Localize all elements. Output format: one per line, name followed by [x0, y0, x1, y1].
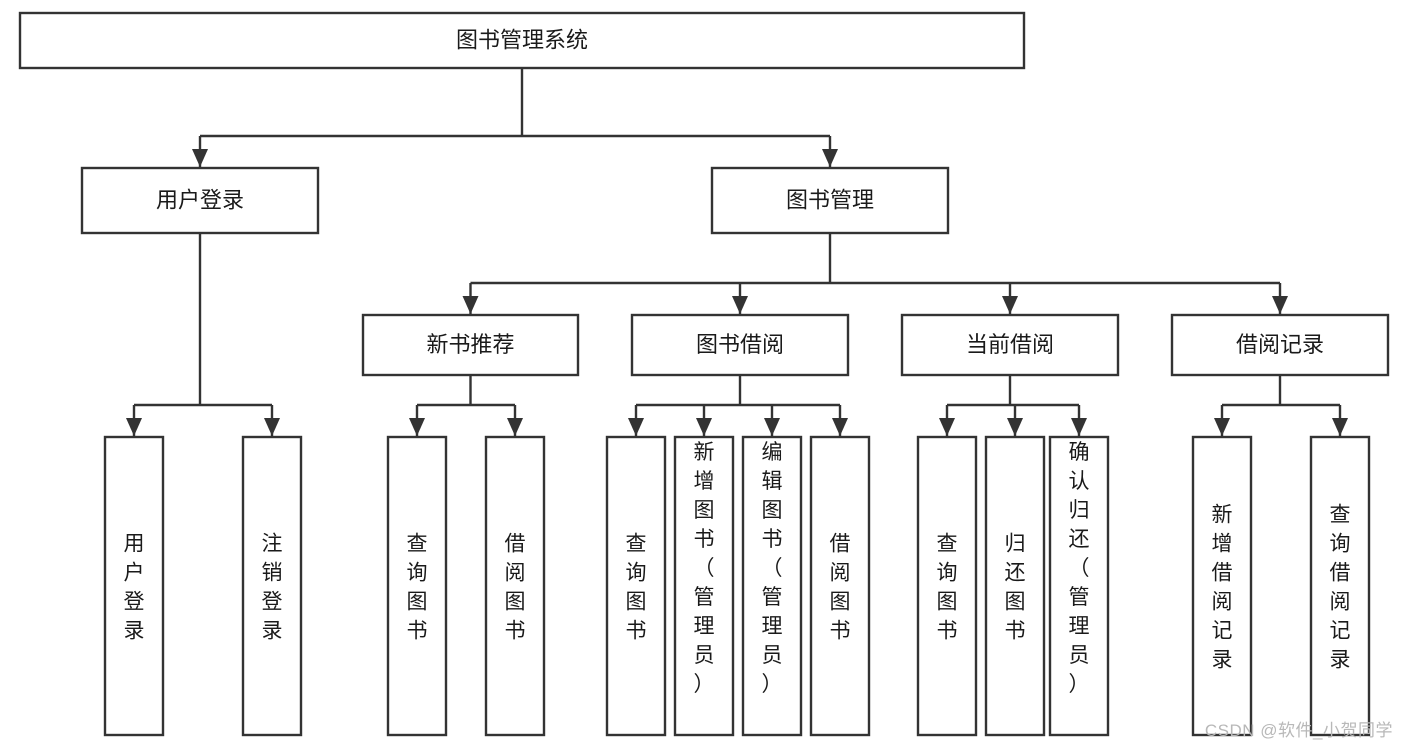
node-leaf-add-book[interactable]: 新增图书（管理员）	[673, 435, 735, 737]
node-box-book-borrow[interactable]	[630, 313, 850, 377]
node-leaf-return-book[interactable]: 归还图书	[984, 435, 1046, 737]
node-label-leaf-user-login: 用户登录	[124, 533, 145, 643]
node-label-leaf-borrow-book-2: 借阅图书	[830, 533, 851, 643]
edge-layer	[126, 68, 1348, 437]
node-label-leaf-borrow-book-1: 借阅图书	[505, 533, 526, 643]
node-label-leaf-query-book-2: 查询图书	[626, 533, 647, 643]
arrow-head-icon	[764, 418, 780, 436]
node-box-leaf-edit-book[interactable]	[741, 435, 803, 737]
node-box-leaf-add-record[interactable]	[1191, 435, 1253, 737]
connector-current-borrow	[939, 375, 1087, 437]
node-new-book-rec[interactable]: 新书推荐	[361, 313, 580, 377]
arrow-head-icon	[628, 418, 644, 436]
node-box-leaf-user-login[interactable]	[103, 435, 165, 737]
node-label-leaf-query-book-3: 查询图书	[937, 533, 958, 643]
connector-root	[192, 68, 838, 168]
arrow-head-icon	[507, 418, 523, 436]
node-box-leaf-add-book[interactable]	[673, 435, 735, 737]
node-leaf-add-record[interactable]: 新增借阅记录	[1191, 435, 1253, 737]
node-box-leaf-query-book-1[interactable]	[386, 435, 448, 737]
node-label-leaf-add-book: 新增图书（管理员）	[694, 441, 715, 696]
arrow-head-icon	[1214, 418, 1230, 436]
node-root[interactable]: 图书管理系统	[18, 11, 1026, 70]
arrow-head-icon	[1007, 418, 1023, 436]
node-leaf-edit-book[interactable]: 编辑图书（管理员）	[741, 435, 803, 737]
node-leaf-query-book-3[interactable]: 查询图书	[916, 435, 978, 737]
node-label-new-book-rec: 新书推荐	[426, 332, 514, 357]
node-label-leaf-query-record: 查询借阅记录	[1330, 504, 1351, 672]
arrow-head-icon	[939, 418, 955, 436]
node-label-root: 图书管理系统	[456, 27, 588, 52]
arrow-head-icon	[1071, 418, 1087, 436]
arrow-head-icon	[732, 296, 748, 314]
node-box-user-login[interactable]	[80, 166, 320, 235]
node-box-leaf-confirm-return[interactable]	[1048, 435, 1110, 737]
node-box-leaf-query-book-3[interactable]	[916, 435, 978, 737]
node-box-current-borrow[interactable]	[900, 313, 1120, 377]
connector-user-login	[126, 233, 280, 437]
node-leaf-query-book-1[interactable]: 查询图书	[386, 435, 448, 737]
connector-new-book-rec	[409, 375, 523, 437]
node-box-leaf-query-book-2[interactable]	[605, 435, 667, 737]
node-box-leaf-query-record[interactable]	[1309, 435, 1371, 737]
connector-borrow-record	[1214, 375, 1348, 437]
connector-book-borrow	[628, 375, 848, 437]
node-leaf-confirm-return[interactable]: 确认归还（管理员）	[1048, 435, 1110, 737]
node-label-leaf-return-book: 归还图书	[1005, 533, 1026, 643]
node-box-leaf-borrow-book-1[interactable]	[484, 435, 546, 737]
node-leaf-user-login[interactable]: 用户登录	[103, 435, 165, 737]
node-label-book-borrow: 图书借阅	[696, 332, 784, 357]
node-label-borrow-record: 借阅记录	[1236, 332, 1324, 357]
node-label-book-manage: 图书管理	[786, 187, 874, 212]
arrow-head-icon	[822, 149, 838, 167]
node-box-leaf-user-logout[interactable]	[241, 435, 303, 737]
node-leaf-query-record[interactable]: 查询借阅记录	[1309, 435, 1371, 737]
node-label-leaf-edit-book: 编辑图书（管理员）	[762, 441, 783, 696]
node-box-book-manage[interactable]	[710, 166, 950, 235]
arrow-head-icon	[696, 418, 712, 436]
node-current-borrow[interactable]: 当前借阅	[900, 313, 1120, 377]
connector-book-manage	[462, 233, 1288, 315]
arrow-head-icon	[1002, 296, 1018, 314]
arrow-head-icon	[1332, 418, 1348, 436]
arrow-head-icon	[462, 296, 479, 314]
node-user-login[interactable]: 用户登录	[80, 166, 320, 235]
node-leaf-user-logout[interactable]: 注销登录	[241, 435, 303, 737]
node-label-current-borrow: 当前借阅	[966, 332, 1054, 357]
node-leaf-borrow-book-2[interactable]: 借阅图书	[809, 435, 871, 737]
node-label-leaf-query-book-1: 查询图书	[407, 533, 428, 643]
node-leaf-borrow-book-1[interactable]: 借阅图书	[484, 435, 546, 737]
node-leaf-query-book-2[interactable]: 查询图书	[605, 435, 667, 737]
arrow-head-icon	[192, 149, 208, 167]
arrow-head-icon	[832, 418, 848, 436]
node-box-leaf-return-book[interactable]	[984, 435, 1046, 737]
node-box-borrow-record[interactable]	[1170, 313, 1390, 377]
node-label-leaf-add-record: 新增借阅记录	[1212, 504, 1233, 672]
node-book-borrow[interactable]: 图书借阅	[630, 313, 850, 377]
node-box-new-book-rec[interactable]	[361, 313, 580, 377]
node-borrow-record[interactable]: 借阅记录	[1170, 313, 1390, 377]
node-box-root[interactable]	[18, 11, 1026, 70]
arrow-head-icon	[264, 418, 280, 436]
node-label-user-login: 用户登录	[156, 187, 244, 212]
node-label-leaf-user-logout: 注销登录	[262, 533, 283, 643]
arrow-head-icon	[409, 418, 425, 436]
node-book-manage[interactable]: 图书管理	[710, 166, 950, 235]
arrow-head-icon	[1272, 296, 1288, 314]
node-box-leaf-borrow-book-2[interactable]	[809, 435, 871, 737]
node-label-leaf-confirm-return: 确认归还（管理员）	[1069, 441, 1090, 696]
node-layer: 图书管理系统用户登录图书管理新书推荐图书借阅当前借阅借阅记录用户登录注销登录查询…	[18, 11, 1390, 737]
arrow-head-icon	[126, 418, 142, 436]
